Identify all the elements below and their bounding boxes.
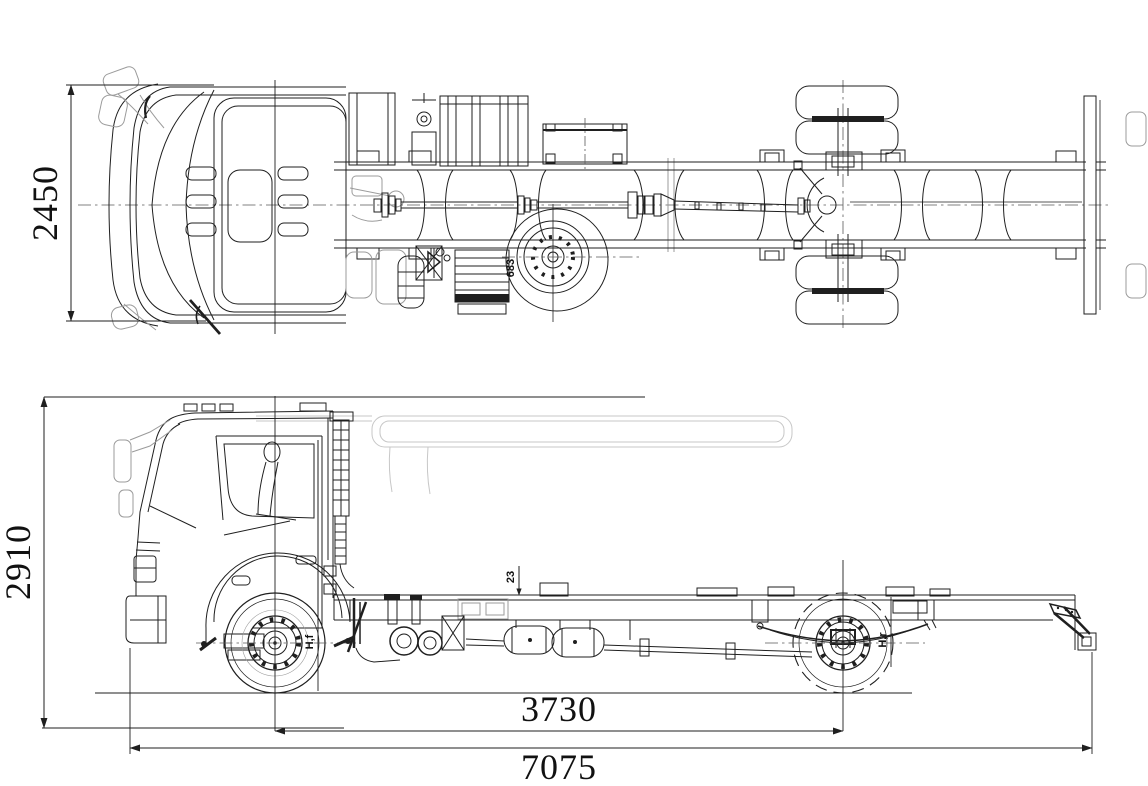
front-axle-label-text: H,f — [304, 634, 316, 649]
air-intake — [323, 411, 355, 595]
a-pillar — [137, 417, 173, 539]
dimension-3730: 3730 — [274, 689, 844, 735]
driveline-cluster — [346, 594, 465, 663]
driveshaft-plan — [373, 191, 1082, 219]
top-view: 683 2450 — [25, 66, 1147, 335]
dim-7075-text: 7075 — [521, 747, 597, 786]
dimension-2910: 2910 — [0, 396, 645, 729]
frame-plan — [334, 95, 1147, 315]
spare-wheel: 683 — [502, 204, 640, 322]
door-handle — [295, 555, 317, 565]
label-23: 23 — [505, 566, 522, 596]
wheel-arch — [205, 552, 351, 661]
rear-wheel — [765, 592, 925, 694]
side-view: 23 H,f H,r 2910 3730 7075 — [0, 396, 1097, 786]
cab-side — [113, 402, 355, 661]
engine-bay-plan — [348, 92, 529, 222]
grab-handle-mark — [144, 95, 151, 119]
label-hf: H,f — [304, 597, 319, 691]
differential — [806, 177, 825, 233]
rear-end-plate — [1083, 95, 1147, 315]
frame-detail-dim-text: 23 — [505, 571, 517, 583]
dim-2450-text: 2450 — [25, 165, 65, 241]
rear-wheels-plan — [795, 85, 899, 325]
cab-plan — [98, 66, 347, 335]
dim-3730-text: 3730 — [521, 689, 597, 729]
roof-front-line — [185, 89, 215, 321]
dimension-2450: 2450 — [25, 84, 214, 322]
rear-towing-bracket — [1048, 602, 1097, 651]
roof-panel — [213, 97, 347, 313]
windshield-plan — [151, 91, 205, 319]
dimension-7075: 7075 — [129, 648, 1093, 786]
cab-door — [215, 435, 323, 629]
mirror-side — [113, 419, 173, 518]
toolbox-plan — [542, 118, 628, 170]
driveshaft-side — [465, 620, 813, 660]
dim-2910-text: 2910 — [0, 524, 38, 600]
ghost-body-outline — [256, 415, 793, 495]
underslung-equipment-plan — [345, 245, 510, 315]
corner-mark — [188, 299, 222, 335]
headlamp — [133, 555, 157, 583]
mirror-plan — [98, 66, 165, 331]
roof-hatch — [227, 169, 273, 243]
rear-axle-label-text: H,r — [877, 632, 889, 648]
air-tanks — [503, 620, 605, 658]
rear-suspension — [751, 599, 937, 648]
door-window — [223, 443, 315, 519]
driver-seat — [223, 441, 297, 536]
cab-step — [223, 633, 265, 649]
front-wheel — [196, 592, 356, 694]
frame-side — [333, 582, 1076, 650]
spring-brackets-plan — [356, 149, 1077, 261]
label-hr: H,r — [877, 597, 892, 667]
wiper — [149, 505, 197, 529]
frame-side-box — [457, 598, 509, 620]
spare-wheel-dim-label: 683 — [505, 259, 517, 277]
front-bumper — [125, 595, 167, 644]
